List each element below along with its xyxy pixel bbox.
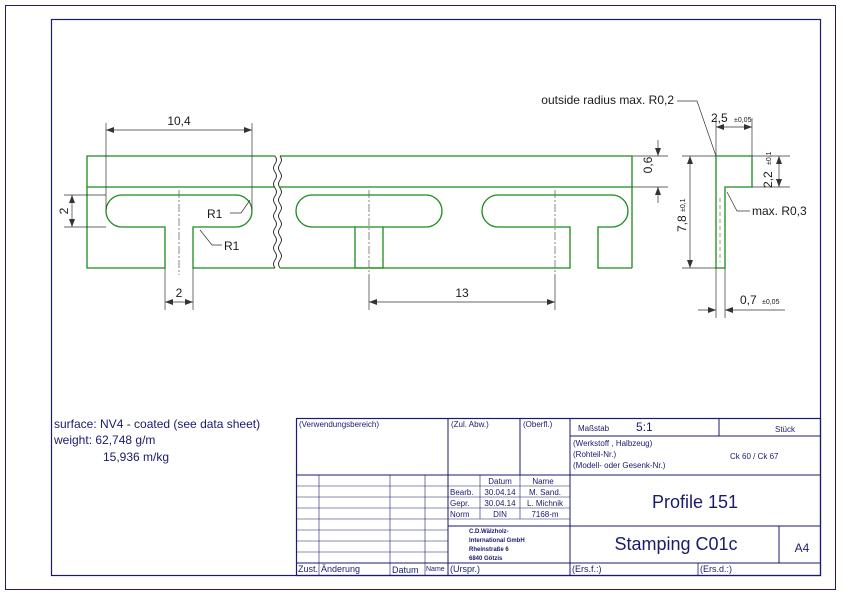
- datum-footer-label: Datum: [392, 565, 419, 575]
- dim-13: 13: [455, 286, 469, 300]
- rohteil-label: (Rohteil-Nr.): [573, 450, 616, 459]
- dimension-texts: 10,4 2 R1 R1 2 13 0,6 outside radius max…: [57, 93, 807, 307]
- oberfl-label: (Oberfl.): [523, 420, 553, 429]
- norm-date: DIN: [493, 510, 507, 519]
- title-block-text: (Verwendungsbereich) (Zul. Abw.) (Oberfl…: [298, 420, 810, 575]
- dim-0-7-tol: ±0,05: [762, 299, 780, 306]
- dim-7-8-tol: ±0,1: [680, 198, 687, 212]
- gepr-date: 30.04.14: [484, 499, 516, 508]
- side-view: [715, 155, 753, 269]
- weight-note: weight: 62,748 g/m: [53, 433, 155, 447]
- massstab-label: Maßstab: [578, 424, 610, 433]
- company-line-4: 6840 Götzis: [469, 556, 503, 562]
- dim-r1-lower: R1: [224, 239, 240, 253]
- bearb-label: Bearb.: [450, 488, 474, 497]
- urspr-label: (Urspr.): [450, 564, 480, 574]
- datum-header: Datum: [488, 477, 512, 486]
- stueck-label: Stück: [775, 425, 796, 434]
- aenderung-label: Änderung: [321, 564, 360, 574]
- dimension-lines: [64, 123, 668, 310]
- part-outline-left: [86, 155, 275, 269]
- dim-0-7: 0,7: [740, 293, 757, 307]
- break-line-2: [278, 155, 282, 269]
- surface-note: surface: NV4 - coated (see data sheet): [54, 417, 260, 431]
- center-lines: [178, 190, 556, 275]
- bearb-name: M. Sand.: [529, 488, 561, 497]
- front-view: [86, 155, 633, 269]
- dim-2-5-tol: ±0,05: [734, 117, 752, 124]
- dim-2-bottom: 2: [176, 286, 183, 300]
- werkstoff-label: (Werkstoff , Halbzeug): [573, 439, 653, 448]
- name-footer-label: Name: [426, 566, 445, 573]
- ersd-label: (Ers.d.:): [700, 564, 732, 574]
- dim-10-4: 10,4: [167, 114, 191, 128]
- zust-label: Zust.: [298, 564, 318, 574]
- zul-abw-label: (Zul. Abw.): [451, 420, 489, 429]
- company-line-1: C.D.Wälzholz-: [469, 529, 509, 535]
- bearb-date: 30.04.14: [484, 488, 516, 497]
- weight-note-2: 15,936 m/kg: [103, 450, 169, 464]
- notes: surface: NV4 - coated (see data sheet) w…: [53, 417, 260, 464]
- gepr-name: L. Michnik: [527, 499, 564, 508]
- dim-2-5: 2,5: [711, 111, 728, 125]
- company-line-2: International GmbH: [469, 538, 525, 544]
- material-value: Ck 60 / Ck 67: [730, 452, 779, 461]
- outside-radius-label: outside radius max. R0,2: [541, 93, 674, 107]
- dim-r1-upper: R1: [207, 207, 223, 221]
- format-label: A4: [795, 541, 810, 555]
- norm-name: 7168-m: [531, 510, 558, 519]
- dim-2-2: 2,2: [761, 171, 775, 188]
- title-block-lines: [295, 417, 822, 577]
- name-header: Name: [532, 477, 554, 486]
- norm-label: Norm: [450, 510, 470, 519]
- modell-label: (Modell- oder Gesenk-Nr.): [573, 461, 666, 470]
- dim-2-2-tol: ±0,1: [766, 151, 773, 165]
- ersf-label: (Ers.f.:): [572, 564, 602, 574]
- dim-7-8: 7,8: [675, 215, 689, 232]
- dim-0-6: 0,6: [641, 156, 655, 173]
- part-outline-right: [280, 156, 632, 268]
- max-r0-3-label: max. R0,3: [752, 204, 807, 218]
- verwendung-label: (Verwendungsbereich): [299, 420, 379, 429]
- drawing-number: Stamping C01c: [614, 534, 737, 554]
- side-dimension-lines: [677, 100, 790, 318]
- drawing-title: Profile 151: [652, 492, 738, 512]
- slot-2: [355, 194, 632, 269]
- slot-1: [280, 194, 443, 269]
- outer-frame: [5, 5, 836, 590]
- side-profile: [715, 155, 753, 269]
- massstab-value: 5:1: [636, 420, 653, 434]
- company-line-3: Rheinstraße 6: [469, 547, 509, 553]
- gepr-label: Gepr.: [450, 499, 470, 508]
- dim-2-left: 2: [57, 207, 71, 214]
- break-line-1: [273, 155, 277, 269]
